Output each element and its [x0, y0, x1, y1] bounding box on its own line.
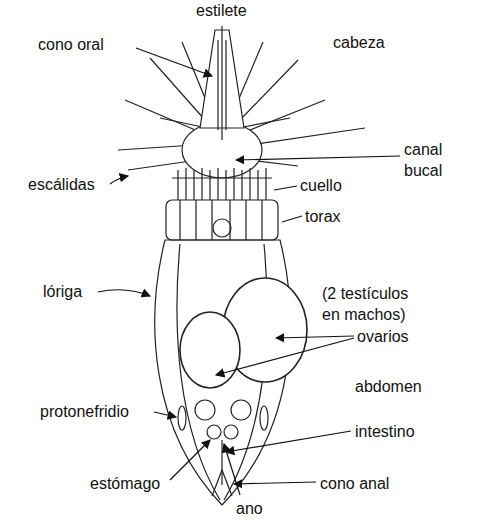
- anal-cone-label: cono anal: [320, 473, 389, 494]
- intestine-label: intestino: [355, 421, 415, 442]
- thorax-label: torax: [305, 206, 341, 227]
- stylet-label: estilete: [196, 0, 247, 21]
- protonephridium-label: protonefridio: [40, 401, 129, 422]
- ovary-label: ovarios: [357, 326, 409, 347]
- neck-label: cuello: [300, 175, 342, 196]
- stomach-label: estómago: [90, 473, 160, 494]
- scalid-label: escálidas: [28, 174, 95, 195]
- anus-label: ano: [236, 498, 263, 519]
- oral-cone-label: cono oral: [38, 34, 104, 55]
- buccal-canal-label: canal bucal: [404, 139, 454, 181]
- lorica-label: lóriga: [43, 281, 82, 302]
- head-label: cabeza: [333, 32, 385, 53]
- abdomen-label: abdomen: [355, 376, 422, 397]
- testes-note: (2 testículos en machos): [322, 283, 430, 325]
